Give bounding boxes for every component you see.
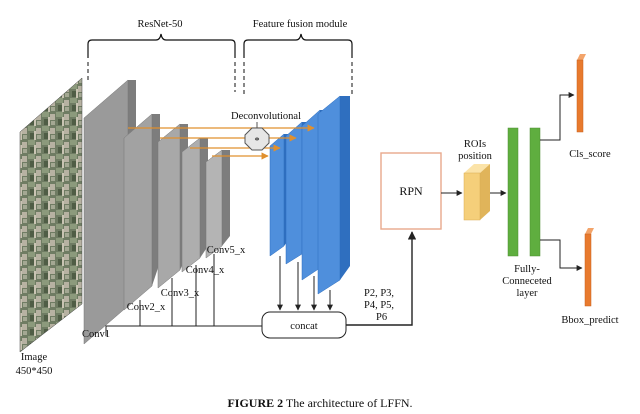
bbox-predict-label: Bbox_predict <box>561 315 618 326</box>
rois-label-line1: ROIs <box>464 139 486 150</box>
fc-layer-2 <box>529 127 541 257</box>
cls-score-output <box>576 54 586 133</box>
concat-connections <box>105 254 333 336</box>
rpn-box: RPN <box>380 152 442 230</box>
conv4-block <box>181 137 208 273</box>
fc-label-line2: Conneceted <box>502 276 552 287</box>
fc-to-bbox-arrow <box>540 239 583 271</box>
conv5-label: Conv5_x <box>207 245 246 256</box>
conv5-block <box>205 149 230 259</box>
deconv-label: Deconvolutional <box>231 111 301 122</box>
deconv-star: * <box>254 136 259 147</box>
fusion-label: Feature fusion module <box>253 19 348 30</box>
input-image <box>19 77 83 353</box>
conv2-label: Conv2_x <box>127 302 166 313</box>
concat-box: concat <box>261 311 347 339</box>
resnet-bracket: ResNet-50 <box>87 19 236 58</box>
figure-caption: FIGURE 2 The architecture of LFFN. <box>227 396 412 410</box>
conv1-label: Conv1 <box>82 329 110 340</box>
fusion-block-4 <box>317 95 350 295</box>
deconv-module: * <box>244 127 270 151</box>
conv2-block <box>123 113 160 311</box>
concat-label: concat <box>290 321 317 332</box>
cls-score-label: Cls_score <box>569 149 611 160</box>
deconv-connections <box>128 124 315 160</box>
fc-to-cls-arrow <box>540 92 575 141</box>
concat-to-rpn-arrow <box>346 231 417 326</box>
image-label-line2: 450*450 <box>16 366 53 377</box>
conv3-label: Conv3_x <box>161 288 200 299</box>
p-levels-line3: P6 <box>376 312 387 323</box>
fc-layer-1 <box>507 127 519 257</box>
fc-label-line3: layer <box>517 288 538 299</box>
figure-number: FIGURE 2 <box>227 396 283 410</box>
image-label-line1: Image <box>21 352 48 363</box>
roi-block <box>463 164 490 221</box>
conv4-label: Conv4_x <box>186 265 225 276</box>
fusion-bracket: Feature fusion module <box>243 19 353 58</box>
rpn-label: RPN <box>399 184 423 198</box>
resnet-label: ResNet-50 <box>138 19 183 30</box>
figure-caption-text: The architecture of LFFN. <box>283 396 412 410</box>
p-levels-line2: P4, P5, <box>364 300 394 311</box>
bbox-predict-output <box>584 228 594 307</box>
p-levels-line1: P2, P3, <box>364 288 394 299</box>
rois-label-line2: position <box>458 151 493 162</box>
fc-label-line1: Fully- <box>514 264 540 275</box>
